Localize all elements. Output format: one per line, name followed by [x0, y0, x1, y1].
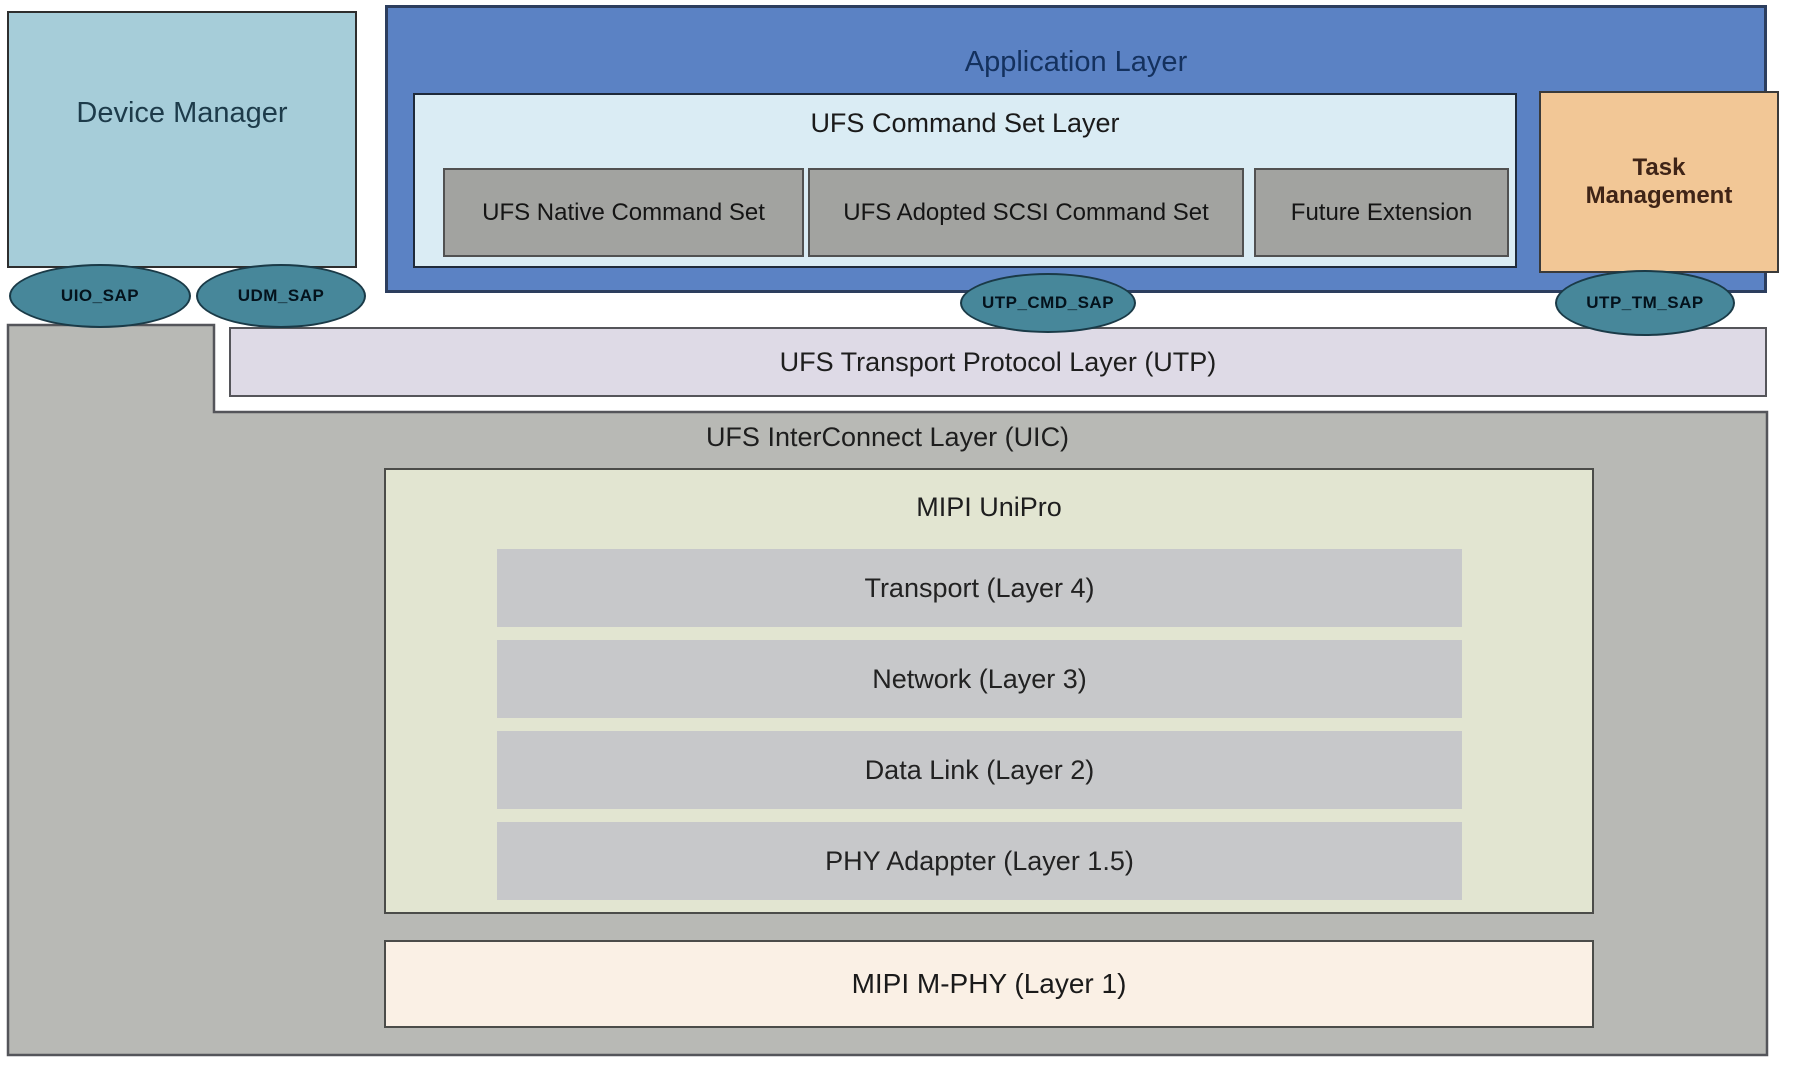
- future-extension-label: Future Extension: [1290, 198, 1473, 226]
- task-management-box: Task Management: [1539, 91, 1779, 273]
- udm-sap-label: UDM_SAP: [237, 286, 325, 305]
- future-extension-box: Future Extension: [1254, 168, 1509, 257]
- device-manager-box: Device Manager: [7, 11, 357, 268]
- utp-layer-box: UFS Transport Protocol Layer (UTP): [229, 327, 1767, 397]
- unipro-layer-label: Network (Layer 3): [872, 663, 1087, 694]
- mipi-unipro-title: MIPI UniPro: [916, 492, 1062, 522]
- uic-layer-title: UFS InterConnect Layer (UIC): [705, 422, 1070, 452]
- ufs-adopted-scsi-command-set-box: UFS Adopted SCSI Command Set: [808, 168, 1244, 257]
- unipro-layer-label: Transport (Layer 4): [864, 572, 1095, 603]
- uio-sap-ellipse: UIO_SAP: [9, 264, 191, 328]
- device-manager-label: Device Manager: [76, 97, 288, 129]
- unipro-layer-label: Data Link (Layer 2): [864, 754, 1095, 785]
- unipro-layer-row-network: Network (Layer 3): [497, 640, 1462, 718]
- utp-cmd-sap-ellipse: UTP_CMD_SAP: [960, 273, 1136, 333]
- application-layer-title: Application Layer: [964, 46, 1188, 78]
- ufs-native-command-set-box: UFS Native Command Set: [443, 168, 804, 257]
- utp-tm-sap-ellipse: UTP_TM_SAP: [1555, 270, 1735, 336]
- utp-layer-title: UFS Transport Protocol Layer (UTP): [779, 346, 1217, 377]
- mipi-unipro-box: MIPI UniPro Transport (Layer 4) Network …: [384, 468, 1594, 914]
- unipro-layer-label: PHY Adappter (Layer 1.5): [825, 845, 1134, 876]
- ufs-adopted-scsi-command-set-label: UFS Adopted SCSI Command Set: [843, 198, 1209, 226]
- ufs-command-set-layer-box: UFS Command Set Layer UFS Native Command…: [413, 93, 1517, 268]
- mipi-mphy-label: MIPI M-PHY (Layer 1): [851, 968, 1127, 999]
- udm-sap-ellipse: UDM_SAP: [196, 264, 366, 328]
- task-management-label: Task Management: [1585, 154, 1733, 209]
- utp-cmd-sap-label: UTP_CMD_SAP: [981, 293, 1115, 312]
- ufs-native-command-set-label: UFS Native Command Set: [482, 198, 765, 226]
- application-layer-box: Application Layer UFS Command Set Layer …: [385, 5, 1779, 293]
- ufs-command-set-layer-title: UFS Command Set Layer: [810, 108, 1120, 138]
- unipro-layer-row-datalink: Data Link (Layer 2): [497, 731, 1462, 809]
- mipi-mphy-box: MIPI M-PHY (Layer 1): [384, 940, 1594, 1028]
- utp-tm-sap-label: UTP_TM_SAP: [1586, 293, 1704, 312]
- uio-sap-label: UIO_SAP: [60, 286, 140, 305]
- unipro-layer-row-transport: Transport (Layer 4): [497, 549, 1462, 627]
- unipro-layer-row-phy-adapter: PHY Adappter (Layer 1.5): [497, 822, 1462, 900]
